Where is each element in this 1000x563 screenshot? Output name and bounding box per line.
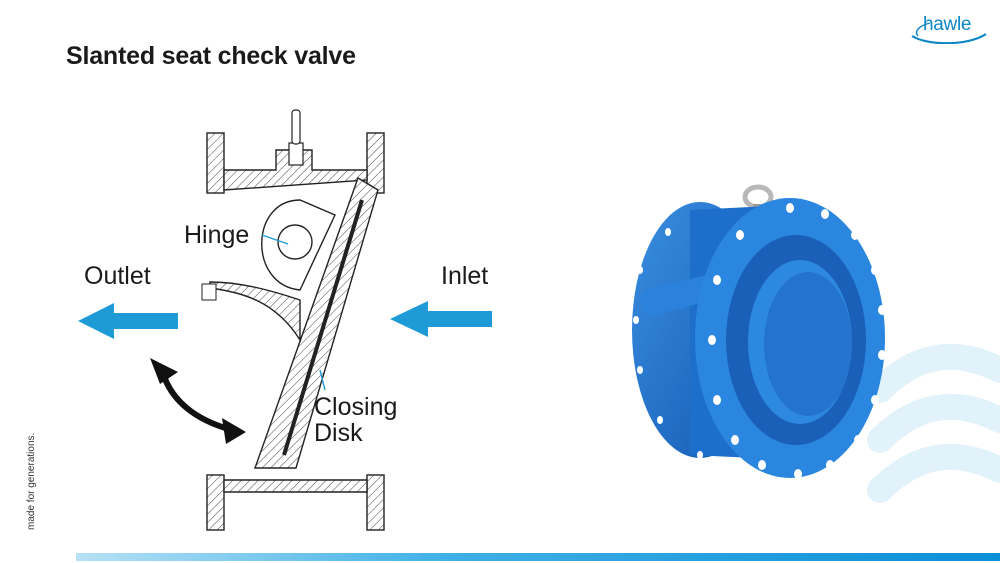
flange-bolt-holes bbox=[633, 203, 886, 479]
closing-disk-label: Closing Disk bbox=[314, 393, 398, 447]
brand-logo-text: hawle bbox=[923, 14, 972, 35]
hinge-arm bbox=[201, 199, 336, 343]
inlet-label: Inlet bbox=[441, 262, 489, 290]
closing-disk-pointer bbox=[319, 369, 326, 391]
inlet-arrow bbox=[390, 301, 492, 337]
hinge-pointer bbox=[261, 234, 289, 245]
valve-body-bottom bbox=[206, 474, 385, 531]
hawle-logo-icon bbox=[911, 22, 987, 44]
valve-body-top bbox=[206, 109, 385, 194]
slanted-seat bbox=[254, 176, 379, 469]
outlet-label: Outlet bbox=[84, 262, 151, 290]
bottom-accent-bar bbox=[76, 553, 1000, 561]
hinge-label: Hinge bbox=[184, 221, 250, 249]
page-title: Slanted seat check valve bbox=[66, 42, 356, 70]
outlet-arrow bbox=[78, 303, 178, 339]
swing-arrow bbox=[150, 358, 246, 444]
